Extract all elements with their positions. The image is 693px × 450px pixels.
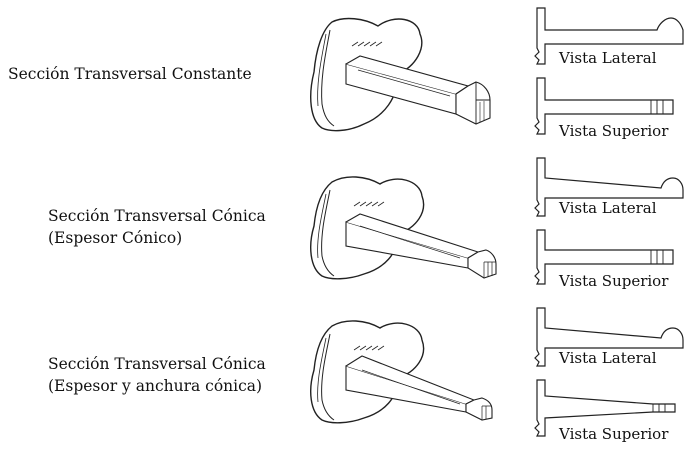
row-tapered-thickness: Sección Transversal Cónica (Espesor Cóni… [0,150,693,300]
caption-line-2: (Espesor Cónico) [48,229,183,247]
caption-line-1: Sección Transversal Cónica [48,207,266,225]
snap-fit-side-view-icon [525,0,693,150]
row-caption: Sección Transversal Cónica (Espesor Cóni… [48,205,266,249]
cantilever-snap-fit-isometric-icon [300,150,530,300]
row-caption: Sección Transversal Cónica (Espesor y an… [48,353,266,397]
row-constant-section: Sección Transversal Constante Vista Late… [0,0,693,150]
snap-fit-side-view-icon [525,150,693,300]
caption-line-1: Sección Transversal Cónica [48,355,266,373]
cantilever-snap-fit-isometric-icon [300,300,530,450]
caption-line-2: (Espesor y anchura cónica) [48,377,263,395]
caption-line-1: Sección Transversal Constante [8,65,252,83]
row-tapered-thickness-width: Sección Transversal Cónica (Espesor y an… [0,300,693,448]
snap-fit-side-view-icon [525,300,693,450]
cantilever-snap-fit-isometric-icon [300,0,530,150]
row-caption: Sección Transversal Constante [8,63,252,85]
